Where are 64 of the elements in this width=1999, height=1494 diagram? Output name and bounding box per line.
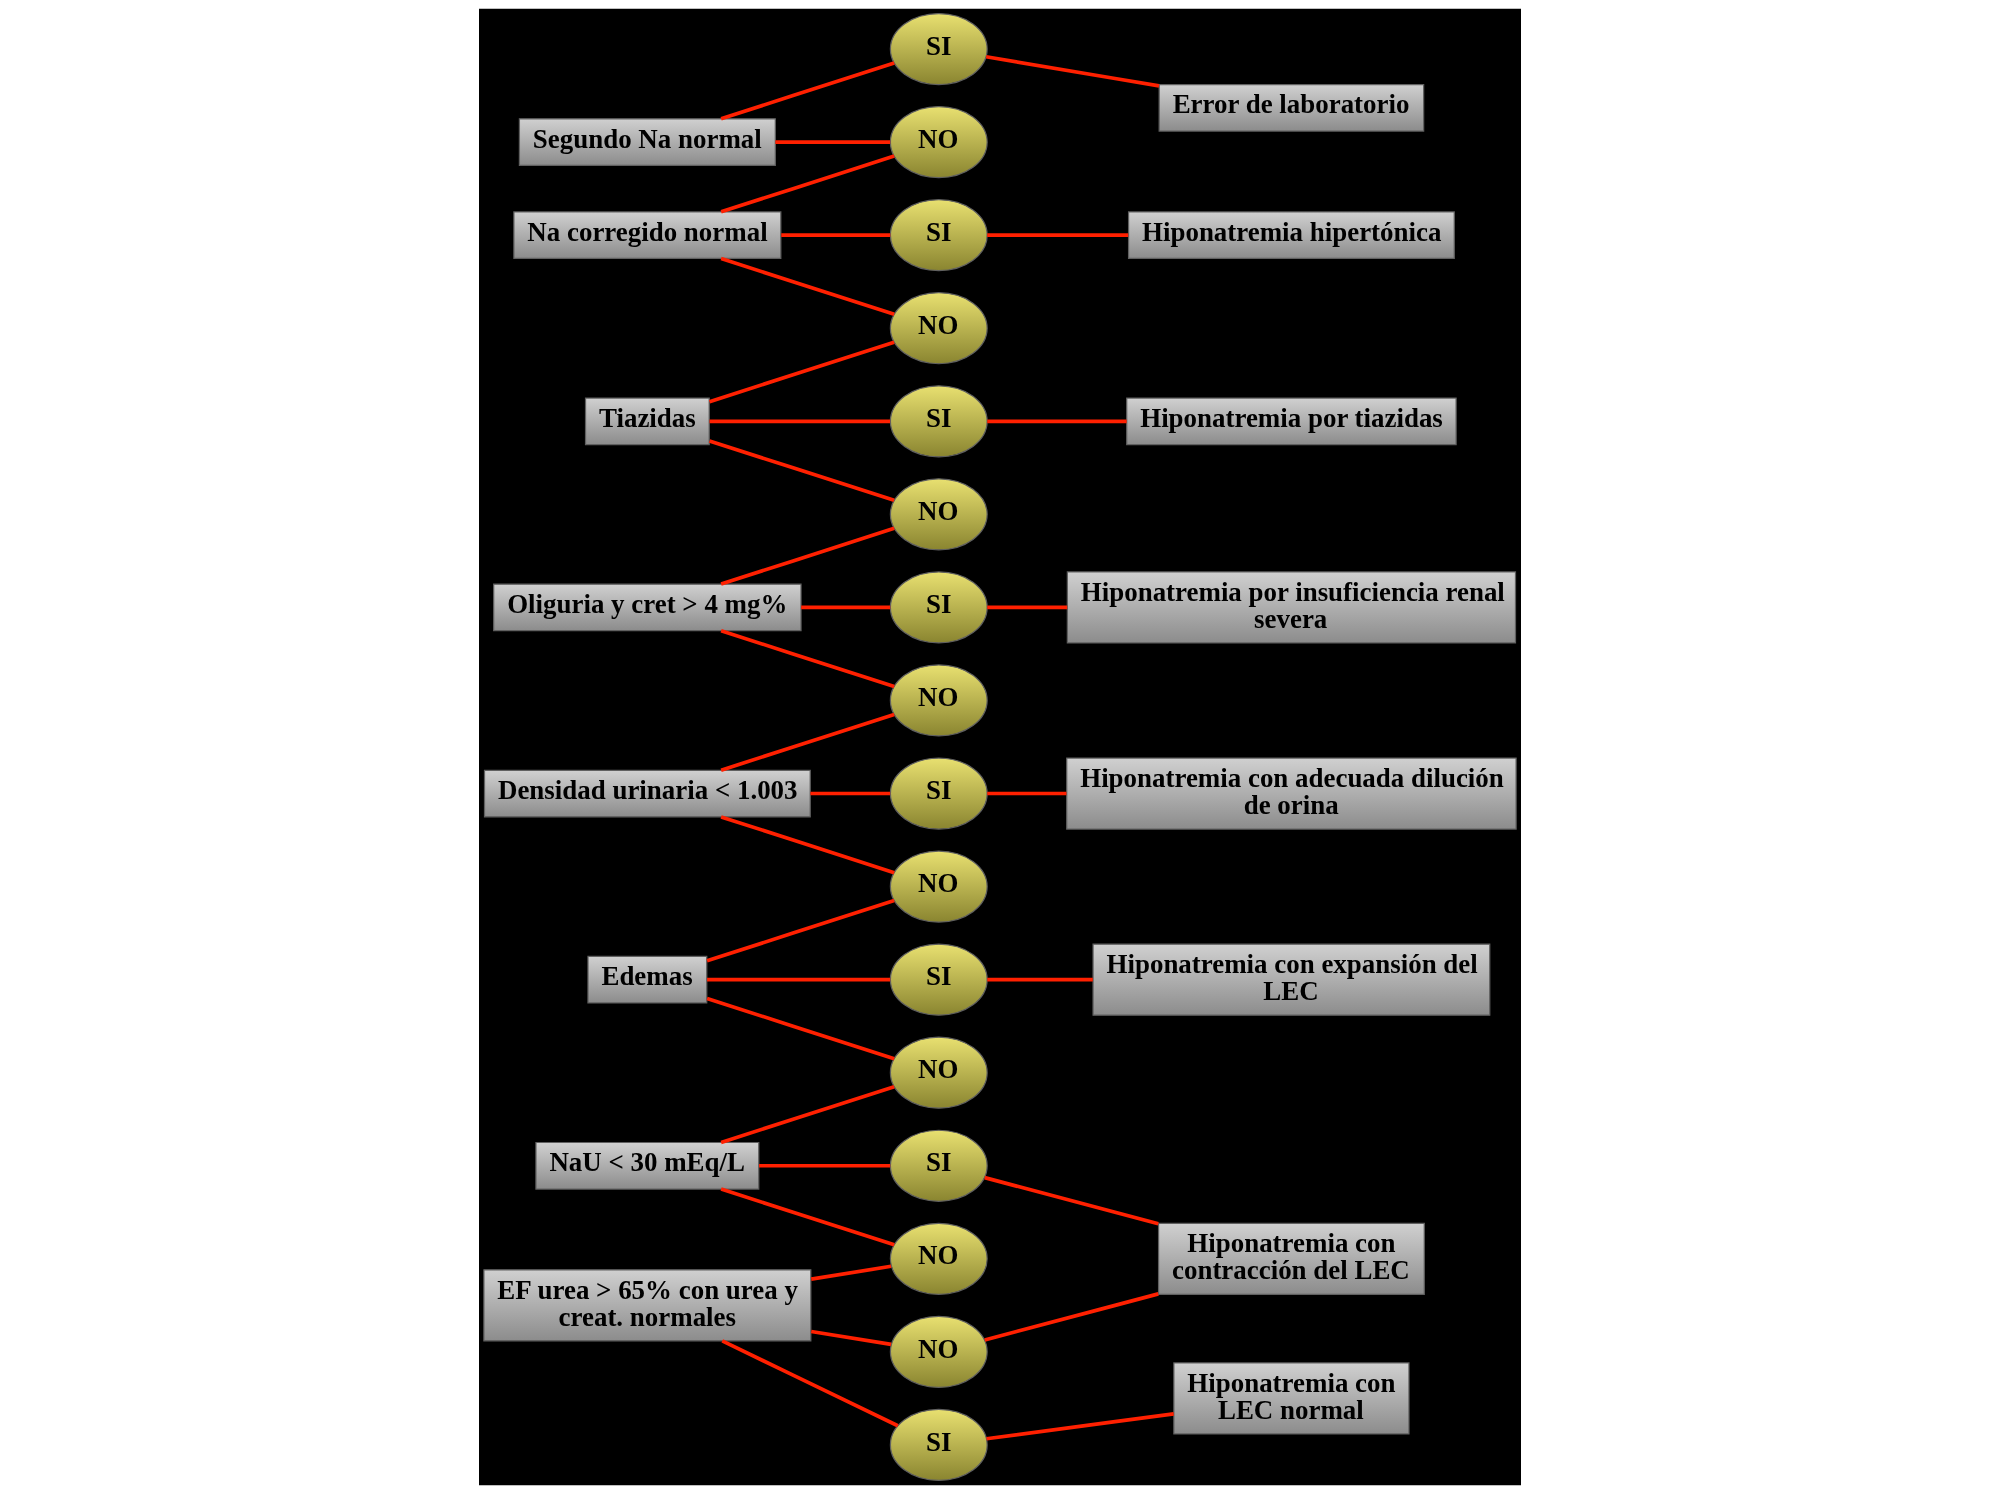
connector (983, 1175, 1159, 1226)
node-box: Hiponatremia por insuficiencia renal severa (1066, 571, 1516, 644)
node-box: Hiponatremia con LEC normal (1172, 1362, 1410, 1435)
node-box: NaU < 30 mEq/L (534, 1141, 759, 1190)
connector (706, 977, 890, 982)
node-box: Oliguria y cret > 4 mg% (492, 583, 802, 632)
connector (720, 61, 895, 121)
connector (986, 233, 1128, 237)
node-ellipse: NO (889, 664, 988, 737)
node-ellipse: SI (889, 199, 988, 272)
connector (810, 1264, 891, 1281)
node-box: Error de laboratorio (1158, 83, 1424, 132)
connector (774, 140, 890, 144)
node-box: Hiponatremia con expansión del LEC (1091, 943, 1490, 1016)
node-ellipse: NO (889, 1036, 988, 1109)
connector (708, 439, 895, 503)
node-ellipse: NO (889, 478, 988, 551)
node-box: Edemas (586, 955, 707, 1004)
node-box: Densidad urinaria < 1.003 (483, 769, 811, 818)
node-ellipse: NO (889, 1222, 988, 1295)
connector (780, 233, 890, 237)
connector (708, 340, 895, 404)
connector (720, 1084, 895, 1145)
node-box: Hiponatremia con contracción del LEC (1157, 1222, 1425, 1295)
connector (986, 977, 1093, 982)
node-box: EF urea > 65% con urea y creat. normales (482, 1269, 811, 1342)
node-box: Segundo Na normal (518, 118, 776, 166)
connector (983, 1292, 1159, 1342)
node-ellipse: SI (889, 1408, 988, 1482)
connector (706, 898, 895, 963)
node-ellipse: NO (889, 292, 988, 365)
connector (720, 1339, 899, 1428)
node-ellipse: NO (889, 850, 988, 923)
node-box: Hiponatremia con adecuada dilución de orina (1065, 757, 1517, 830)
connector (810, 1329, 891, 1347)
node-ellipse: NO (889, 106, 988, 179)
connector (720, 526, 895, 586)
node-ellipse: SI (889, 943, 988, 1016)
connector (720, 154, 895, 214)
connector (986, 791, 1066, 796)
node-ellipse: SI (889, 757, 988, 830)
node-ellipse: SI (889, 571, 988, 644)
connector (720, 256, 895, 317)
node-box: Hiponatremia hipertónica (1127, 211, 1455, 260)
node-ellipse: SI (889, 1129, 988, 1202)
connector (758, 1163, 890, 1168)
connector (720, 815, 895, 875)
connector (809, 791, 890, 796)
connector (709, 419, 890, 424)
node-box: Tiazidas (584, 397, 710, 446)
connector (986, 605, 1067, 610)
connector (720, 629, 895, 689)
connector (800, 605, 890, 610)
connector (706, 996, 895, 1061)
node-ellipse: SI (889, 12, 988, 86)
node-ellipse: SI (889, 385, 988, 458)
node-box: Na corregido normal (512, 211, 781, 260)
connector (720, 1187, 895, 1247)
node-box: Hiponatremia por tiazidas (1125, 397, 1457, 446)
connector (985, 1412, 1174, 1441)
node-ellipse: NO (889, 1315, 988, 1388)
connector (720, 712, 895, 772)
connector (985, 55, 1159, 88)
connector (986, 419, 1127, 424)
